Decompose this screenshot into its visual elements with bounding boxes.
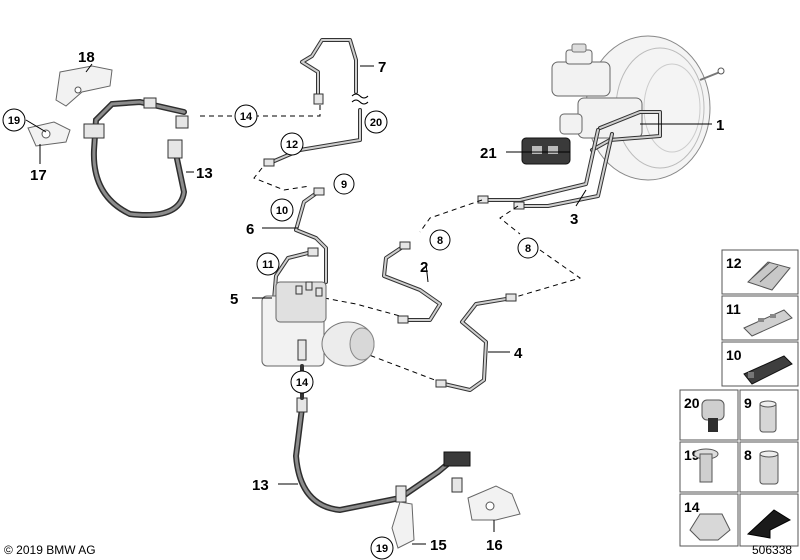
callout-7: 7: [378, 59, 386, 76]
callout-8b: 8: [517, 237, 539, 259]
callout-13-rear: 13: [252, 477, 269, 494]
callout-4: 4: [514, 345, 523, 362]
svg-text:12: 12: [286, 139, 298, 151]
callout-14a: 14: [234, 104, 258, 128]
svg-text:9: 9: [341, 179, 347, 191]
bracket-16: [467, 485, 521, 521]
callout-9: 9: [333, 173, 355, 195]
panel-12: 12: [721, 249, 799, 295]
svg-text:19: 19: [376, 543, 388, 555]
brake-hose-13-front: [83, 97, 189, 218]
callout-5: 5: [230, 291, 238, 308]
panel-19: 19: [679, 441, 739, 493]
callout-2: 2: [420, 259, 428, 276]
callout-15: 15: [430, 537, 447, 554]
brake-pipe-7: [300, 38, 358, 105]
svg-text:10: 10: [726, 347, 742, 363]
master-cylinder: [551, 43, 643, 139]
svg-text:14: 14: [684, 499, 700, 515]
panel-8: 8: [739, 441, 799, 493]
svg-text:8: 8: [744, 447, 752, 463]
svg-text:9: 9: [744, 395, 752, 411]
bracket-17: [27, 121, 71, 147]
svg-text:11: 11: [726, 301, 741, 317]
callout-17: 17: [30, 167, 47, 184]
leader-lines: [25, 63, 712, 545]
svg-text:10: 10: [276, 205, 288, 217]
callout-8a: 8: [429, 229, 451, 251]
panel-9: 9: [739, 389, 799, 441]
callout-10: 10: [270, 198, 294, 222]
brake-pipe-4: [435, 293, 517, 392]
panel-11: 11: [721, 295, 799, 341]
callout-19a: 19: [2, 108, 26, 132]
bracket-21: [521, 137, 571, 165]
panel-20: 20: [679, 389, 739, 441]
callout-labels: 1 2 3 4 5 6 7 13 13 15 16 17 18 21: [30, 49, 724, 554]
svg-text:19: 19: [8, 115, 20, 127]
brake-pipe-3: [477, 128, 614, 210]
arrow-icon: [746, 509, 792, 539]
panel-14: 14: [679, 493, 739, 547]
document-number: 506338: [752, 543, 792, 557]
brake-hose-13-rear: [292, 364, 471, 514]
svg-text:12: 12: [726, 255, 742, 271]
callout-12: 12: [280, 132, 304, 156]
panel-10: 10: [721, 341, 799, 387]
copyright-text: © 2019 BMW AG: [4, 543, 96, 557]
svg-text:20: 20: [370, 117, 382, 129]
callout-13-front: 13: [196, 165, 213, 182]
svg-text:14: 14: [240, 111, 253, 123]
abs-hydraulic-unit: [261, 281, 375, 367]
callout-18: 18: [78, 49, 95, 66]
parts-legend: 12 11 10 20 9: [679, 249, 799, 547]
callout-19b: 19: [370, 536, 394, 560]
brake-pipe-2: [382, 241, 442, 324]
circled-callouts: 8 8 9 10 11 12 14 14: [2, 104, 539, 560]
callout-1: 1: [716, 117, 724, 134]
svg-text:11: 11: [262, 259, 274, 271]
brake-booster: [585, 35, 725, 181]
bracket-18: [55, 65, 113, 107]
svg-text:14: 14: [296, 377, 309, 389]
callout-20: 20: [364, 110, 388, 134]
svg-text:8: 8: [437, 235, 443, 247]
brake-pipe-6: [294, 187, 328, 284]
callout-21: 21: [480, 145, 497, 162]
callout-3: 3: [570, 211, 578, 228]
svg-text:20: 20: [684, 395, 700, 411]
break-mark: [351, 93, 369, 105]
brake-pipe-12: [263, 108, 362, 167]
panel-arrow: [739, 493, 799, 547]
callout-16: 16: [486, 537, 503, 554]
bracket-15: [391, 501, 415, 549]
svg-text:8: 8: [525, 243, 531, 255]
callout-11: 11: [256, 252, 280, 276]
callout-14b: 14: [290, 370, 314, 394]
callout-6: 6: [246, 221, 254, 238]
